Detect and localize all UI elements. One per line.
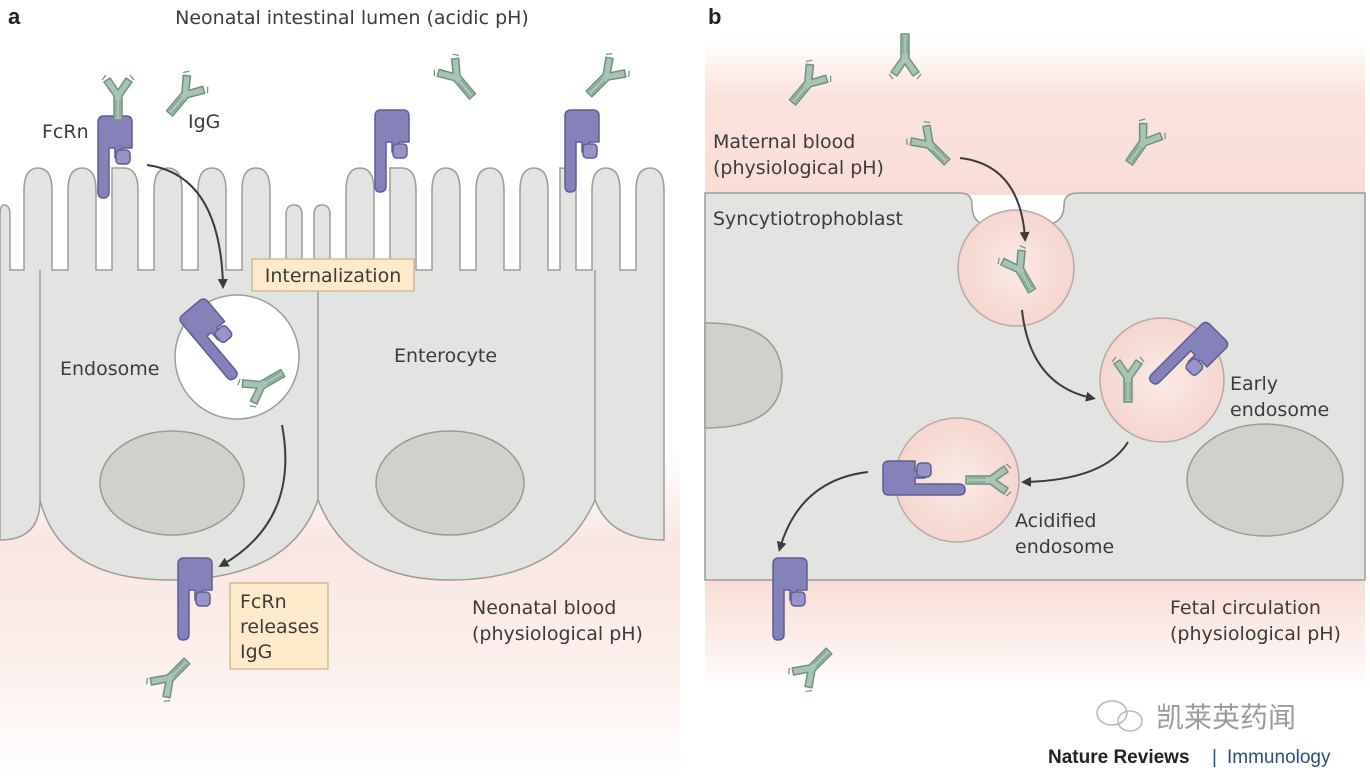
panel-letter-a: a <box>8 4 21 29</box>
nucleus <box>99 430 245 536</box>
fetal-circulation-ph: (physiological pH) <box>1170 623 1341 645</box>
watermark: 凯莱英药闻 <box>1096 700 1296 734</box>
early-endosome-label: endosome <box>1230 399 1329 421</box>
acidified-endosome-label: Acidified <box>1015 510 1096 532</box>
panel-a: a Neonatal intestinal lumen (acidic pH) … <box>0 0 680 776</box>
uptake-arrow <box>959 157 1030 242</box>
internalization-label: Internalization <box>265 265 402 287</box>
panel-letter-b: b <box>708 4 721 29</box>
enterocyte-label: Enterocyte <box>394 345 497 367</box>
neonatal-blood-label: Neonatal blood <box>472 597 616 619</box>
wechat-logo-icon <box>1096 700 1143 732</box>
early-endosome-label: Early <box>1230 373 1278 395</box>
journal-name: Nature Reviews <box>1048 747 1190 768</box>
acidified-endosome-label: endosome <box>1015 536 1114 558</box>
release-label-line: IgG <box>240 641 272 663</box>
release-label-line: FcRn <box>240 591 287 613</box>
igg-label: IgG <box>188 111 220 133</box>
endosome-label: Endosome <box>60 358 159 380</box>
fetal-circulation-label: Fetal circulation <box>1170 597 1321 619</box>
internalization-box: Internalization <box>251 258 415 292</box>
watermark-text: 凯莱英药闻 <box>1156 701 1296 734</box>
release-arrow <box>218 424 287 568</box>
release-arrow <box>776 471 869 552</box>
nucleus <box>375 430 525 536</box>
fcrn-label: FcRn <box>42 121 89 143</box>
sorting-arrow <box>1021 309 1096 402</box>
maternal-blood-region <box>705 40 1365 195</box>
release-box: FcRn releases IgG <box>229 582 329 670</box>
internalization-arrow <box>146 164 228 289</box>
maternal-blood-ph: (physiological pH) <box>713 157 884 179</box>
journal-credit: Nature Reviews | Immunology <box>1048 747 1331 768</box>
syncytiotrophoblast-label: Syncytiotrophoblast <box>713 208 903 230</box>
nucleus <box>704 322 783 429</box>
nucleus <box>1186 423 1344 537</box>
maternal-blood-label: Maternal blood <box>713 131 855 153</box>
lumen-label: Neonatal intestinal lumen (acidic pH) <box>175 7 529 29</box>
release-label-line: releases <box>240 616 319 638</box>
acidification-arrow <box>1021 441 1129 487</box>
journal-section: Immunology <box>1227 747 1331 768</box>
neonatal-blood-ph: (physiological pH) <box>472 623 643 645</box>
panel-b: b Maternal blood (physiological pH) Sync… <box>704 0 1370 776</box>
credit-separator: | <box>1212 747 1217 768</box>
